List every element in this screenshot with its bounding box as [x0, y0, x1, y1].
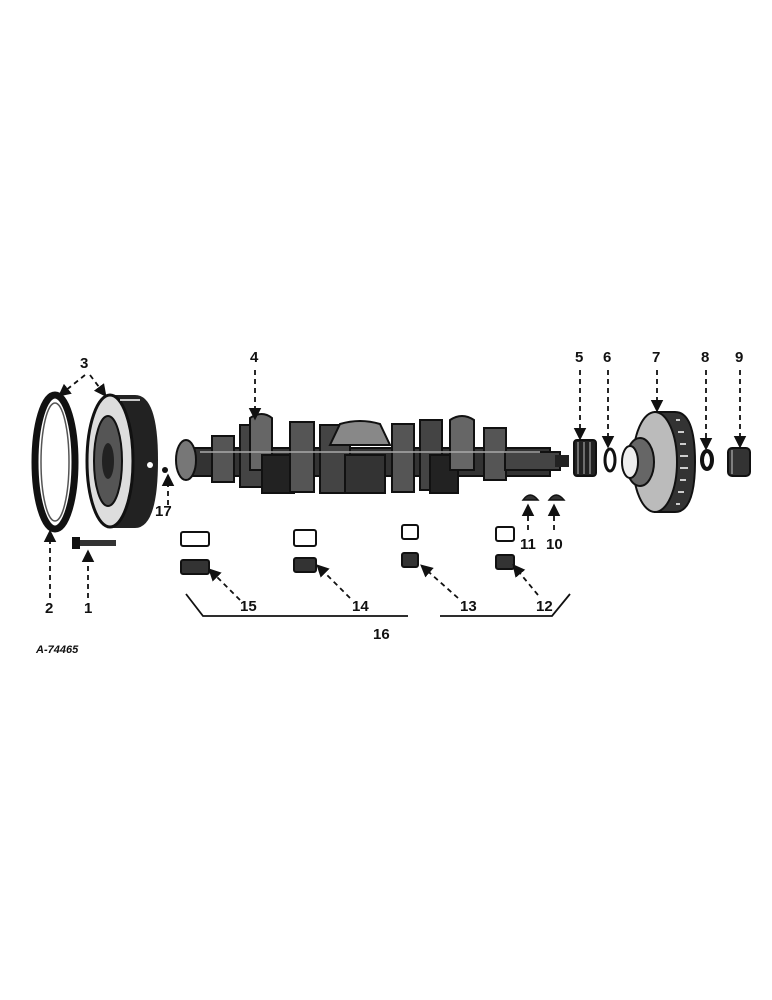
bearing-set-15: [180, 531, 210, 575]
callout-14: 14: [352, 598, 369, 615]
bearing-set-12: [495, 526, 515, 570]
pulley-part: [621, 411, 697, 513]
bolt-part: [72, 537, 116, 549]
group-bracket-16: [185, 593, 571, 617]
callout-17: 17: [155, 503, 172, 520]
callout-8: 8: [701, 349, 709, 366]
callout-6: 6: [603, 349, 611, 366]
crankshaft-part: [162, 413, 569, 494]
callout-1: 1: [84, 600, 92, 617]
bearing-set-13: [401, 524, 419, 568]
key-part-11: [521, 494, 540, 501]
callout-13: 13: [460, 598, 477, 615]
timing-gear-part: [573, 439, 597, 477]
callout-12: 12: [536, 598, 553, 615]
key-part-10: [547, 494, 566, 501]
callout-5: 5: [575, 349, 583, 366]
callout-10: 10: [546, 536, 563, 553]
flywheel-part: [85, 393, 158, 529]
figure-code: A-74465: [35, 644, 79, 656]
callout-16: 16: [373, 626, 390, 643]
nut-part: [727, 447, 751, 477]
callout-15: 15: [240, 598, 257, 615]
lock-washer-part: [700, 449, 714, 471]
callout-7: 7: [652, 349, 660, 366]
bearing-set-14: [293, 529, 317, 573]
callout-4: 4: [250, 349, 259, 366]
callout-3: 3: [80, 355, 88, 372]
callout-2: 2: [45, 600, 53, 617]
ring-gear-part: [31, 391, 79, 533]
leader-lines: [43, 370, 747, 601]
washer-part: [603, 447, 617, 473]
callout-11: 11: [520, 536, 536, 553]
callout-9: 9: [735, 349, 743, 366]
